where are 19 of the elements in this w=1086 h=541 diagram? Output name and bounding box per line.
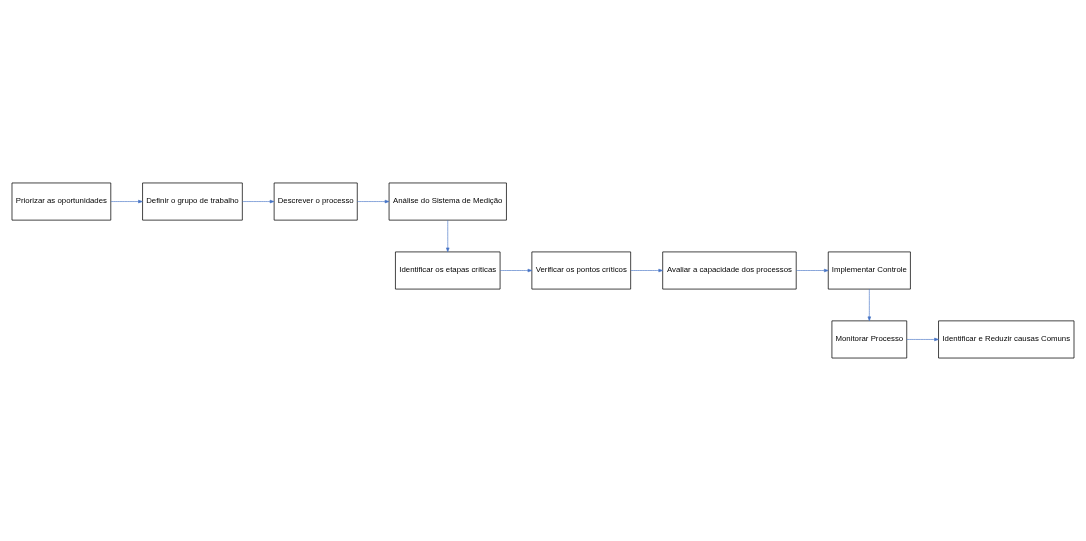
- arrow: [796, 268, 829, 273]
- arrow: [867, 288, 872, 322]
- arrow: [906, 337, 939, 342]
- arrow: [110, 199, 143, 204]
- node-box: Avaliar a capacidade dos processos: [662, 251, 797, 290]
- arrow: [357, 199, 390, 204]
- arrow: [242, 199, 275, 204]
- node-box: Identificar os etapas críticas: [395, 251, 501, 290]
- node-box: Monitorar Processo: [831, 320, 908, 359]
- node-box: Análise do Sistema de Medição: [388, 182, 507, 221]
- arrow: [499, 268, 533, 273]
- node-box: Definir o grupo de trabalho: [142, 182, 243, 221]
- node-box: Implementar Controle: [827, 251, 911, 290]
- node-box: Priorizar as oportunidades: [11, 182, 112, 221]
- node-box: Identificar e Reduzir causas Comuns: [938, 320, 1075, 359]
- node-box: Descrever o processo: [273, 182, 358, 221]
- node-box: Verificar os pontos críticos: [531, 251, 632, 290]
- arrow: [446, 219, 450, 253]
- arrow: [630, 268, 663, 273]
